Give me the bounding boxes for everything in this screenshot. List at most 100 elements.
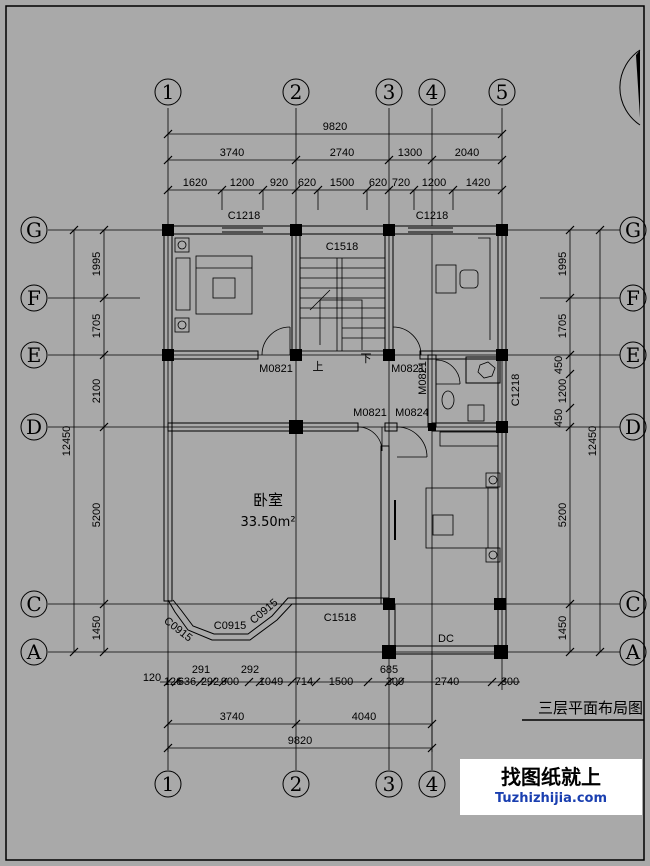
left-dimension-lines: [69, 225, 109, 657]
dim-left-2100: 2100: [91, 379, 103, 403]
label-c0915-a: C0915: [161, 615, 194, 644]
dim-top-1620: 1620: [183, 177, 207, 189]
axis-bubbles: [20, 78, 647, 798]
dim-bot-120: 120: [143, 672, 161, 684]
dim-bot-3740: 3740: [220, 711, 244, 723]
axis-label-C-left: C: [26, 592, 41, 616]
label-c1518-top: C1518: [326, 241, 358, 253]
watermark-line2: Tuzhizhijia.com: [494, 791, 608, 806]
axis-label-A-left: A: [26, 640, 42, 664]
dim-bot-total: 9820: [288, 735, 312, 747]
watermark-line1: 找图纸就上: [501, 765, 601, 789]
sink: [467, 404, 485, 422]
dim-top-2740: 2740: [330, 147, 354, 159]
axis-label-4-bottom: 4: [426, 772, 439, 796]
north-arrow-pointer: [636, 50, 640, 118]
toilet: [441, 390, 455, 410]
axis-label-E-right: E: [626, 343, 641, 367]
axis-label-G-left: G: [26, 218, 42, 242]
dim-left-total: 12450: [61, 426, 73, 457]
dim-bot-1500: 1500: [329, 676, 353, 688]
axis-label-1-top: 1: [162, 80, 175, 104]
axis-label-F-left: F: [27, 286, 41, 310]
dim-top-3740: 3740: [220, 147, 244, 159]
shower: [477, 361, 496, 379]
dim-bot-685: 685: [380, 664, 398, 676]
doors: [261, 326, 461, 458]
dim-right-5200: 5200: [557, 503, 569, 527]
dim-bot-636: 636: [178, 676, 196, 688]
dim-right-450a: 450: [553, 356, 565, 374]
label-c1218-right: C1218: [416, 210, 448, 222]
axis-label-D-right: D: [625, 415, 641, 439]
dim-bot-300a: 300: [386, 676, 404, 688]
dim-top-620a: 620: [298, 177, 316, 189]
top-dimension-lines: [163, 129, 507, 210]
plan-title: 三层平面布局图: [538, 699, 643, 717]
dim-top-1200b: 1200: [422, 177, 446, 189]
dim-bot-291: 291: [192, 664, 210, 676]
axis-label-4-top: 4: [426, 80, 439, 104]
label-m0821-c: M0821: [417, 361, 429, 395]
staircase: [299, 257, 386, 352]
room-name: 卧室: [253, 491, 283, 509]
axis-label-1-bottom: 1: [162, 772, 175, 796]
label-m0821-a: M0821: [259, 363, 293, 375]
structural-columns: [162, 224, 508, 659]
dim-top-720: 720: [392, 177, 410, 189]
drawing-frame: [5, 5, 645, 861]
dim-right-1705: 1705: [557, 314, 569, 338]
label-c1218-left: C1218: [228, 210, 260, 222]
label-dc: DC: [438, 633, 454, 645]
label-stair-up: 上: [313, 360, 324, 373]
label-stair-down: 下: [361, 353, 372, 365]
axis-label-3-top: 3: [383, 80, 396, 104]
dim-bot-126: 126: [164, 676, 182, 688]
dim-right-total: 12450: [587, 426, 599, 457]
furniture: [174, 237, 501, 563]
dim-bot-300b: 300: [501, 676, 519, 688]
dim-right-1450: 1450: [557, 616, 569, 640]
axis-label-G-right: G: [625, 218, 641, 242]
label-m0824: M0824: [395, 407, 429, 419]
axis-label-2-top: 2: [290, 80, 303, 104]
axis-label-D-left: D: [26, 415, 42, 439]
dim-bot-292b: 292: [241, 664, 259, 676]
watermark-box: 找图纸就上 Tuzhizhijia.com: [460, 759, 642, 815]
dim-left-1705: 1705: [91, 314, 103, 338]
dim-top-1500: 1500: [330, 177, 354, 189]
dim-top-1300: 1300: [398, 147, 422, 159]
dim-right-1995: 1995: [557, 252, 569, 276]
dim-top-620b: 620: [369, 177, 387, 189]
dim-bot-900: 900: [221, 676, 239, 688]
dim-bot-292a: 292: [201, 676, 219, 688]
dim-right-450b: 450: [553, 409, 565, 427]
north-arrow: [619, 49, 641, 126]
label-m0821-d: M0821: [353, 407, 387, 419]
wardrobe: [439, 431, 499, 447]
chair: [459, 269, 479, 289]
axis-label-A-right: A: [625, 640, 641, 664]
walls: [163, 225, 507, 655]
axis-label-3-bottom: 3: [383, 772, 396, 796]
dim-bot-4040: 4040: [352, 711, 376, 723]
axis-label-2-bottom: 2: [290, 772, 303, 796]
dim-top-1420: 1420: [466, 177, 490, 189]
label-c1518-bottom: C1518: [324, 612, 356, 624]
label-c1218-side: C1218: [510, 374, 522, 406]
dim-top-1200a: 1200: [230, 177, 254, 189]
room-area: 33.50m²: [240, 515, 295, 530]
dim-top-total: 9820: [323, 121, 347, 133]
desk: [435, 264, 457, 294]
axis-lines: [48, 108, 620, 770]
axis-label-E-left: E: [27, 343, 42, 367]
axis-label-5-top: 5: [496, 80, 509, 104]
dim-bot-2740: 2740: [435, 676, 459, 688]
dim-left-1995: 1995: [91, 252, 103, 276]
axis-label-F-right: F: [626, 286, 640, 310]
dim-top-2040: 2040: [455, 147, 479, 159]
dim-left-5200: 5200: [91, 503, 103, 527]
dim-left-1450: 1450: [91, 616, 103, 640]
